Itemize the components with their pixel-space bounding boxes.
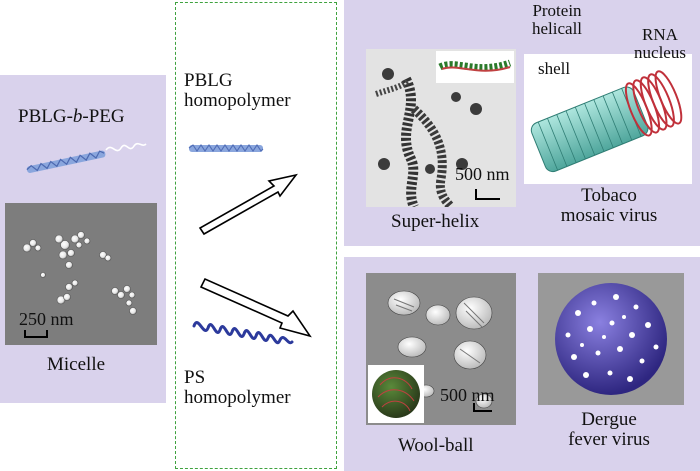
wool-ball-scale-bar-label: 500 nm bbox=[440, 385, 495, 405]
arrow-up-right-icon bbox=[198, 173, 298, 236]
arrow-down-right-icon bbox=[199, 277, 312, 338]
tobacco-caption-line-2: mosaic virus bbox=[560, 204, 658, 226]
pblg-label-line-2: homopolymer bbox=[184, 89, 291, 111]
ps-coil-illustration bbox=[192, 321, 294, 345]
super-helix-scale-bar-label: 500 nm bbox=[455, 164, 510, 184]
ps-label-line-1: PS bbox=[184, 367, 206, 388]
wool-ball-micrograph bbox=[366, 273, 516, 425]
pblg-helix-rod bbox=[26, 150, 106, 173]
micelle-micrograph bbox=[5, 203, 157, 345]
super-helix-caption: Super-helix bbox=[391, 211, 480, 232]
super-helix-micrograph bbox=[366, 49, 516, 207]
copolymer-label: PBLG-b-PEG bbox=[18, 107, 125, 127]
ps-label-line-2: homopolymer bbox=[184, 386, 291, 408]
protein-label-line-1: Protein bbox=[532, 1, 582, 20]
rna-nucleus-label: RNA nucleus bbox=[620, 26, 700, 62]
peg-coil-tail bbox=[105, 142, 147, 152]
dengue-caption-line-1: Dergue bbox=[581, 409, 637, 430]
middle-dashed-box bbox=[175, 2, 337, 469]
protein-label-line-2: helicall bbox=[531, 18, 583, 38]
rna-label-line-1: RNA bbox=[642, 25, 678, 44]
pblg-rod-illustration bbox=[188, 144, 264, 152]
protein-shell-label: Protein helicall bbox=[518, 2, 596, 38]
ps-homopolymer-label: PS homopolymer bbox=[184, 368, 291, 408]
copolymer-label-part-2: b bbox=[72, 106, 83, 127]
dengue-virus-illustration bbox=[538, 273, 684, 405]
tobacco-mosaic-virus-illustration bbox=[524, 54, 692, 184]
copolymer-label-part-3: -PEG bbox=[82, 106, 125, 127]
micelle-caption: Micelle bbox=[47, 354, 106, 375]
copolymer-label-part-1: PBLG- bbox=[18, 106, 73, 127]
micelle-scale-bar-label: 250 nm bbox=[19, 309, 74, 329]
dengue-caption-line-2: fever virus bbox=[568, 428, 650, 450]
tobacco-caption-line-1: Tobaco bbox=[581, 185, 637, 206]
copolymer-illustration bbox=[26, 142, 147, 173]
protein-shell-label-line-3: shell bbox=[538, 59, 571, 78]
tobacco-virus-caption: Tobaco mosaic virus bbox=[534, 186, 684, 226]
wool-ball-caption: Wool-ball bbox=[398, 435, 474, 456]
pblg-homopolymer-label: PBLG homopolymer bbox=[184, 71, 291, 111]
pblg-label-line-1: PBLG bbox=[184, 70, 233, 91]
dengue-virus-caption: Dergue fever virus bbox=[534, 410, 684, 450]
rna-label-line-2: nucleus bbox=[634, 42, 686, 62]
